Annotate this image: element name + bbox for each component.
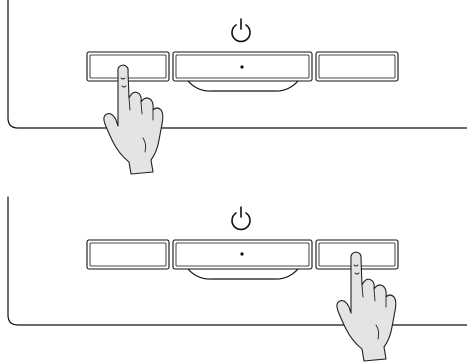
right-button[interactable] [315,51,399,82]
power-icon [231,18,251,43]
center-dot [240,65,244,69]
panel-2 [7,196,467,362]
left-button[interactable] [86,239,170,270]
center-button[interactable] [172,239,313,280]
center-dot [240,252,244,256]
power-icon [231,206,251,231]
panel-1 [7,0,467,175]
center-button[interactable] [172,51,313,92]
